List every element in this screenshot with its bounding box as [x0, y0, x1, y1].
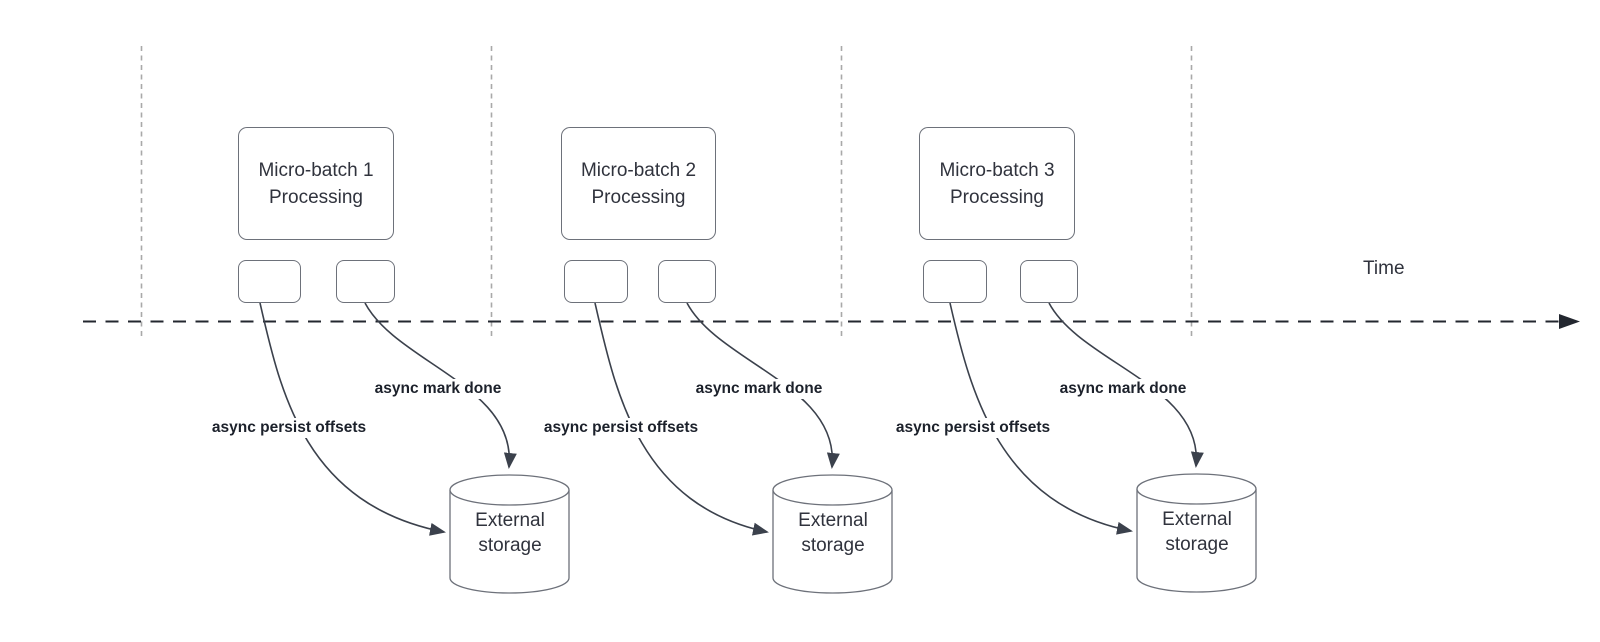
async-persist-task-box-3: [923, 260, 987, 303]
microbatch-3-processing-box: Micro-batch 3 Processing: [919, 127, 1075, 240]
async-mark-done-task-box-2: [658, 260, 716, 303]
mark-done-label-1: async mark done: [370, 379, 506, 399]
persist-offsets-connector-3: [949, 302, 1133, 535]
external-storage-label-2: External storage: [798, 510, 868, 556]
microbatch-2-title-line1: Micro-batch 2: [580, 159, 697, 181]
mark-done-connector-3: [1048, 302, 1204, 468]
persist-offsets-connector-1: [259, 302, 446, 536]
time-axis-label: Time: [1363, 258, 1405, 279]
external-storage-cylinder-2: [772, 474, 893, 594]
persist-offsets-connector-2: [594, 302, 769, 536]
microbatch-1-title-line2: Processing: [269, 186, 363, 208]
mark-done-label-2: async mark done: [691, 379, 827, 399]
external-storage-label-3: External storage: [1162, 509, 1232, 555]
time-axis-arrowhead-icon: [1559, 314, 1580, 329]
async-mark-done-task-box-1: [336, 260, 395, 303]
async-mark-done-task-box-3: [1020, 260, 1078, 303]
mark-done-connector-1: [364, 302, 517, 469]
microbatch-2-title-line2: Processing: [591, 186, 686, 208]
async-persist-task-box-1: [238, 260, 301, 303]
external-storage-label-1: External storage: [475, 510, 545, 556]
persist-offsets-label-3: async persist offsets: [891, 418, 1055, 438]
persist-offsets-label-1: async persist offsets: [207, 418, 371, 438]
microbatch-1-title-line1: Micro-batch 1: [258, 159, 374, 181]
microbatch-1-processing-box: Micro-batch 1 Processing: [238, 127, 394, 240]
microbatch-2-processing-box: Micro-batch 2 Processing: [561, 127, 716, 240]
mark-done-connector-2: [686, 302, 840, 469]
mark-done-label-3: async mark done: [1055, 379, 1191, 399]
persist-offsets-label-2: async persist offsets: [539, 418, 703, 438]
external-storage-cylinder-1: [449, 474, 570, 594]
microbatch-3-title-line1: Micro-batch 3: [939, 159, 1055, 181]
async-persist-task-box-2: [564, 260, 628, 303]
external-storage-cylinder-3: [1136, 473, 1257, 593]
microbatch-3-title-line2: Processing: [950, 186, 1044, 208]
